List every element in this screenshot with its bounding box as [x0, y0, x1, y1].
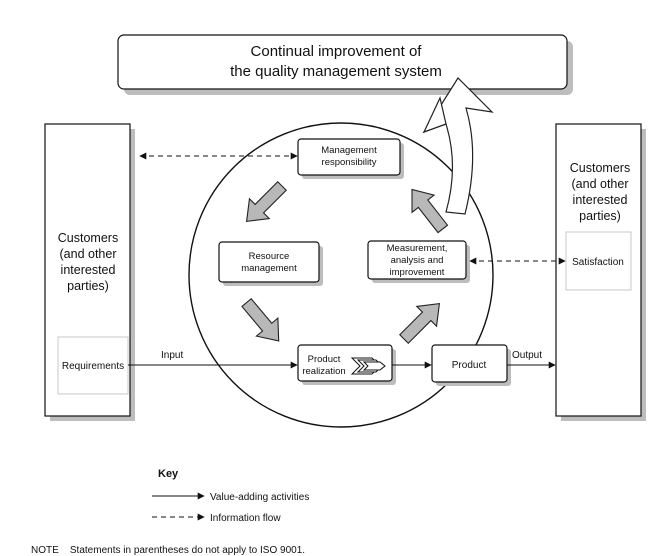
management-line-1: Management: [321, 145, 377, 156]
management-line-2: responsibility: [322, 157, 377, 168]
satisfaction-box: [565, 231, 632, 291]
key-information-flow-label: Information flow: [210, 513, 281, 524]
management-responsibility-box: Management responsibility: [297, 138, 404, 179]
product-box: Product: [431, 344, 511, 386]
customers-right-line-4: parties): [579, 209, 621, 223]
measurement-box: Measurement, analysis and improvement: [367, 240, 470, 283]
product-label: Product: [452, 360, 487, 371]
cycle-arrow-top-right-icon: [411, 188, 449, 234]
continual-improvement-arrow-fold: [422, 96, 447, 134]
realization-line-2: realization: [302, 366, 345, 377]
customers-left-line-3: interested: [61, 263, 116, 277]
key-legend: Key Value-adding activities Information …: [152, 468, 309, 524]
measurement-line-3: improvement: [390, 267, 445, 278]
resource-line-2: management: [241, 263, 297, 274]
requirements-label: Requirements: [62, 361, 124, 372]
cycle-arrow-bottom-right-icon: [399, 302, 441, 344]
customers-left-line-1: Customers: [58, 231, 118, 245]
input-label: Input: [161, 350, 183, 361]
customers-right-line-2: (and other: [572, 177, 629, 191]
customers-right-panel: Customers (and other interested parties)…: [555, 123, 646, 421]
title-box: Continual improvement of the quality man…: [117, 34, 573, 95]
title-line-2: the quality management system: [230, 63, 442, 80]
product-realization-box: Product realization: [297, 344, 396, 385]
resource-management-box: Resource management: [218, 241, 323, 286]
measurement-line-1: Measurement,: [387, 243, 448, 254]
realization-chevron-icon: [350, 357, 386, 375]
key-title: Key: [158, 468, 179, 480]
note-text: NOTE Statements in parentheses do not ap…: [31, 545, 305, 556]
customers-right-line-1: Customers: [570, 161, 630, 175]
realization-line-1: Product: [308, 354, 341, 365]
requirements-box: [57, 336, 129, 395]
customers-left-line-2: (and other: [60, 247, 117, 261]
satisfaction-label: Satisfaction: [572, 257, 624, 268]
customers-left-line-4: parties): [67, 279, 109, 293]
customers-right-line-3: interested: [573, 193, 628, 207]
output-label: Output: [512, 350, 542, 361]
customers-left-panel: Customers (and other interested parties)…: [44, 123, 135, 421]
cycle-arrow-top-left-icon: [245, 181, 287, 223]
cycle-arrow-bottom-left-icon: [241, 297, 280, 342]
measurement-line-2: analysis and: [391, 255, 444, 266]
resource-line-1: Resource: [249, 251, 290, 262]
title-line-1: Continual improvement of: [251, 43, 423, 60]
key-value-adding-label: Value-adding activities: [210, 492, 309, 503]
